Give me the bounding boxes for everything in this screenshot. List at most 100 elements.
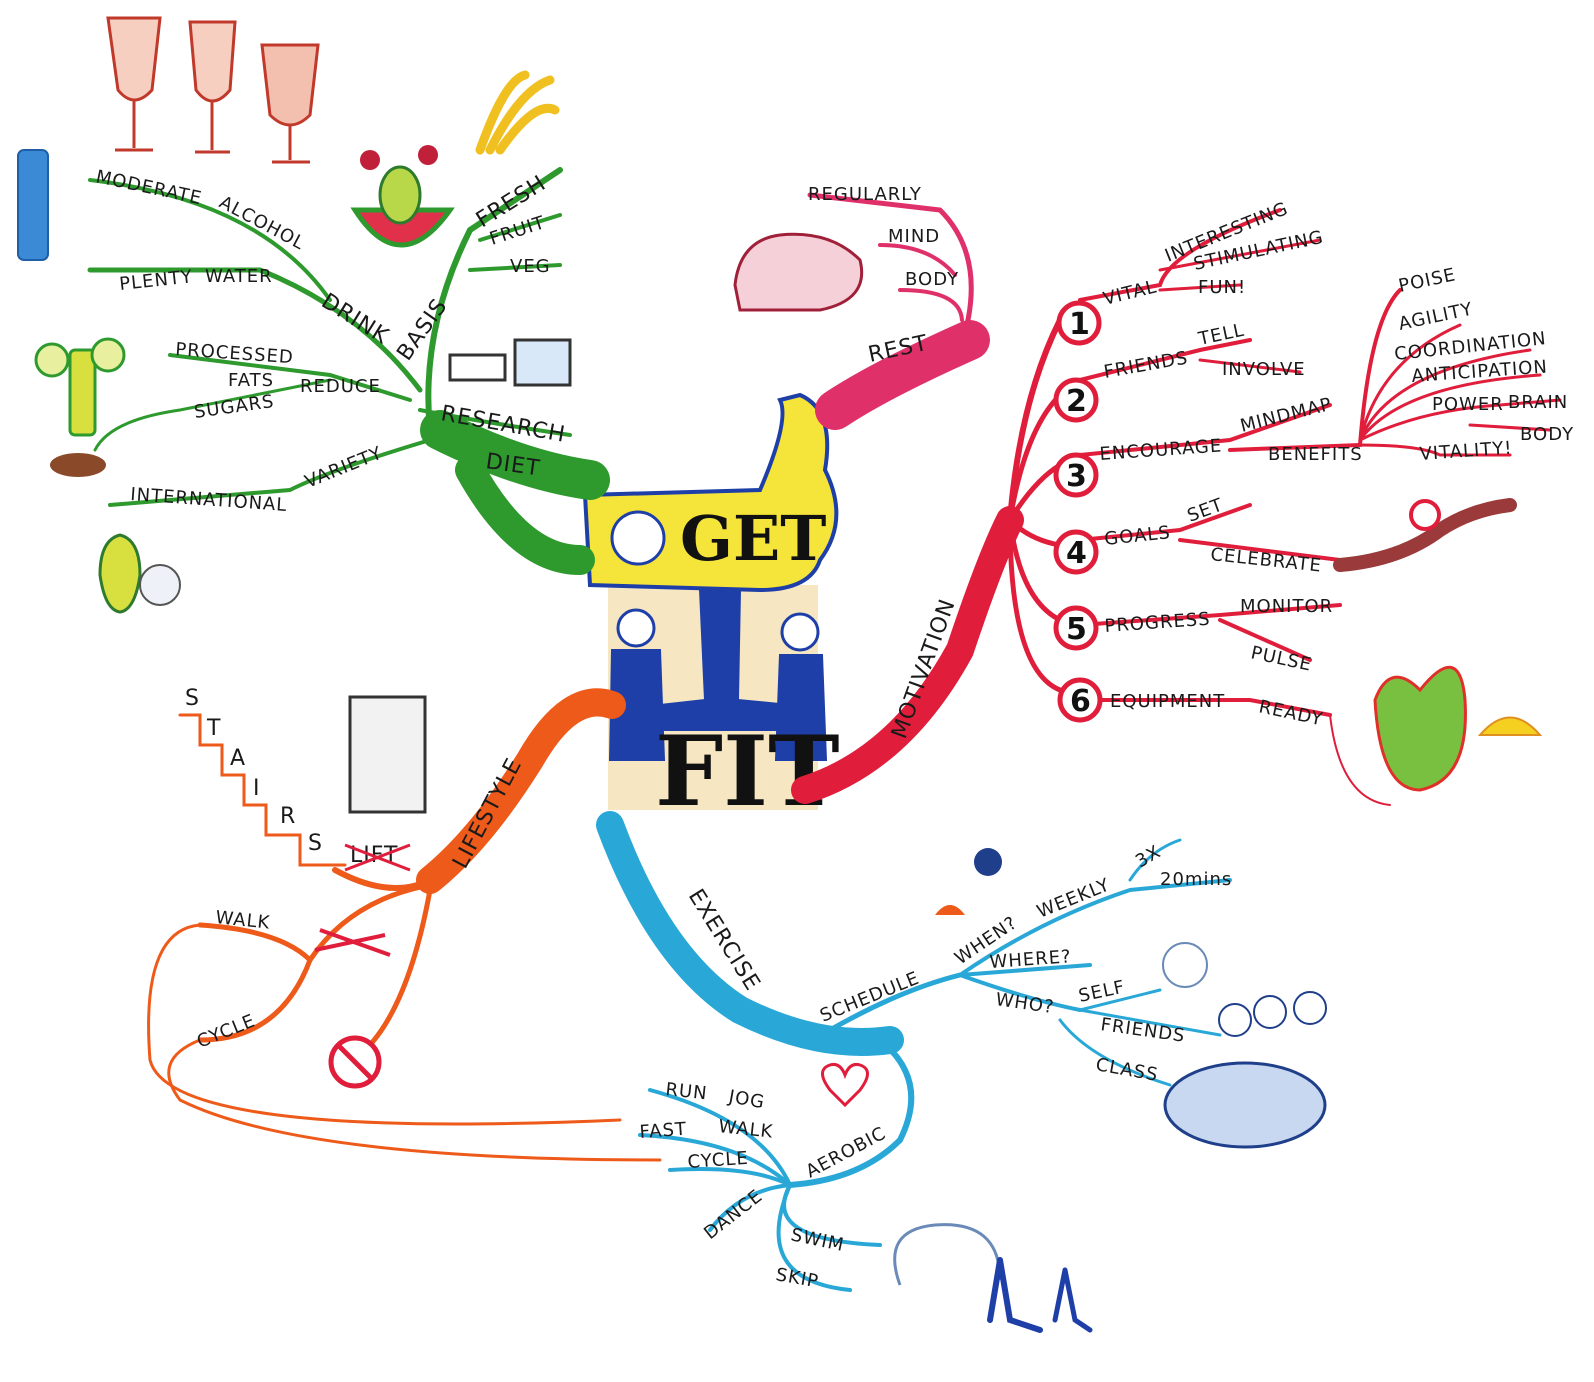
aerobic-stem [787, 1037, 915, 1188]
motivation-main-branch [791, 506, 1024, 804]
central-image: GET FIT [582, 392, 840, 828]
heart-icon [821, 1063, 869, 1108]
dance-line [708, 1183, 792, 1232]
goals-label: GOALS [1103, 522, 1171, 550]
watermelon-icon [350, 207, 455, 248]
rest-sub-line [807, 192, 974, 353]
stairs-letter: R [280, 804, 296, 829]
friends-label: FRIENDS [1102, 347, 1190, 382]
lifestyle-hub [332, 867, 433, 891]
ball-icon [974, 848, 1002, 876]
ready-line [1329, 714, 1391, 806]
water-label: WATER [205, 266, 273, 287]
times-line [1128, 838, 1182, 882]
wine-glass-icon [106, 16, 162, 152]
motivation-hub-1 [1007, 317, 1063, 523]
walk-arrow-line [147, 923, 622, 1126]
number-text: 4 [1066, 536, 1087, 571]
wine-glass-icon [188, 20, 237, 154]
lifestyle-main-branch [416, 688, 626, 894]
stairs-letter: A [230, 746, 246, 771]
self-label: SELF [1077, 977, 1128, 1007]
stimulating-line [1158, 238, 1322, 272]
pineapple-icon [98, 533, 142, 614]
stairs-letter: S [185, 686, 200, 711]
veg-label: VEG [510, 256, 551, 277]
fast-walk-line [638, 1133, 792, 1187]
cherry-icon [360, 150, 380, 170]
no-smoking-slash [336, 1043, 374, 1081]
branch-exercise [596, 811, 1232, 1292]
mind-line [878, 243, 957, 277]
party-blower-icon [1333, 498, 1517, 572]
figure-head-left [616, 608, 656, 648]
diet-variety-line [108, 438, 432, 507]
who-line [958, 973, 1082, 1012]
diet-sugars-line [93, 378, 332, 452]
lift-crossout [344, 843, 411, 872]
ready-label: READY [1257, 696, 1325, 730]
variety-label: VARIETY [302, 443, 386, 493]
reduce-label: REDUCE [300, 376, 381, 397]
lifestyle-label: LIFESTYLE [448, 754, 527, 873]
skip-line [776, 1183, 852, 1292]
motivation-hub-6 [1007, 517, 1063, 693]
poise-label: POISE [1397, 264, 1458, 297]
face-eye-icon [34, 342, 70, 378]
no-smoking-icon [328, 1035, 382, 1089]
number-circle [1057, 677, 1103, 723]
soda-bottle-icon [68, 348, 97, 437]
diet-veg-line [468, 263, 562, 272]
exercise-labels: EXERCISE SCHEDULE WHEN? WEEKLY 3X 20mins… [639, 841, 1327, 1333]
self-face-icon [1162, 942, 1208, 988]
figure-body-left [608, 649, 666, 761]
swim-label: SWIM [789, 1224, 846, 1256]
get-figure-head [610, 510, 666, 566]
number-circle [1053, 605, 1099, 651]
branch-lifestyle [147, 688, 662, 1162]
number-circle [1053, 452, 1099, 498]
friends-line [1078, 338, 1252, 382]
encourage-line [1078, 403, 1332, 457]
sun-icon [935, 905, 965, 915]
processed-label: PROCESSED [175, 339, 295, 368]
avocado-icon [378, 165, 422, 225]
number-circle [1053, 377, 1099, 423]
diet-moderate-line [88, 178, 332, 302]
fun-line [1158, 283, 1242, 292]
friends-ex-line [1078, 1008, 1222, 1037]
self-line [1078, 988, 1162, 1012]
number-text: 1 [1069, 307, 1090, 342]
friends-exercise-label: FRIENDS [1099, 1014, 1186, 1047]
monitor-label: MONITOR [1240, 596, 1333, 617]
no-smoking-line [367, 887, 433, 1048]
schedule-line [827, 972, 963, 1033]
banana-icon [475, 70, 560, 155]
garlic-icon [139, 564, 181, 606]
number-text: 5 [1066, 612, 1087, 647]
fun-label: FUN! [1198, 277, 1246, 298]
run-label: RUN [664, 1079, 708, 1104]
diet-research-line [418, 408, 572, 437]
lifestyle-labels: LIFESTYLE S T A I R S LIFT WALK CYCLE [185, 686, 527, 1089]
fast-label: FAST [639, 1119, 688, 1143]
rest-labels: REST REGULARLY MIND BODY [733, 184, 958, 368]
diet-main-branch-tip [455, 455, 595, 575]
number-badge-3: 3 [1053, 452, 1099, 498]
class-line [1058, 1018, 1172, 1087]
cycle-label: CYCLE [194, 1010, 259, 1052]
pulse-line [1218, 618, 1312, 662]
stairs-letter: S [308, 831, 323, 856]
number-badge-4: 4 [1053, 529, 1099, 575]
jog-label: JOG [726, 1086, 767, 1113]
celebrate-line [1178, 538, 1342, 562]
sleeping-person-icon [733, 232, 864, 312]
branch-motivation [791, 208, 1562, 806]
number-circle [1056, 300, 1102, 346]
diet-labels: DIET BASIS DRINK MODERATE ALCOHOL PLENTY… [94, 166, 568, 516]
computer-icon [513, 338, 572, 387]
moderate-label: MODERATE [94, 166, 204, 209]
class-group-icon [1163, 1061, 1327, 1149]
when-line [958, 878, 1232, 977]
